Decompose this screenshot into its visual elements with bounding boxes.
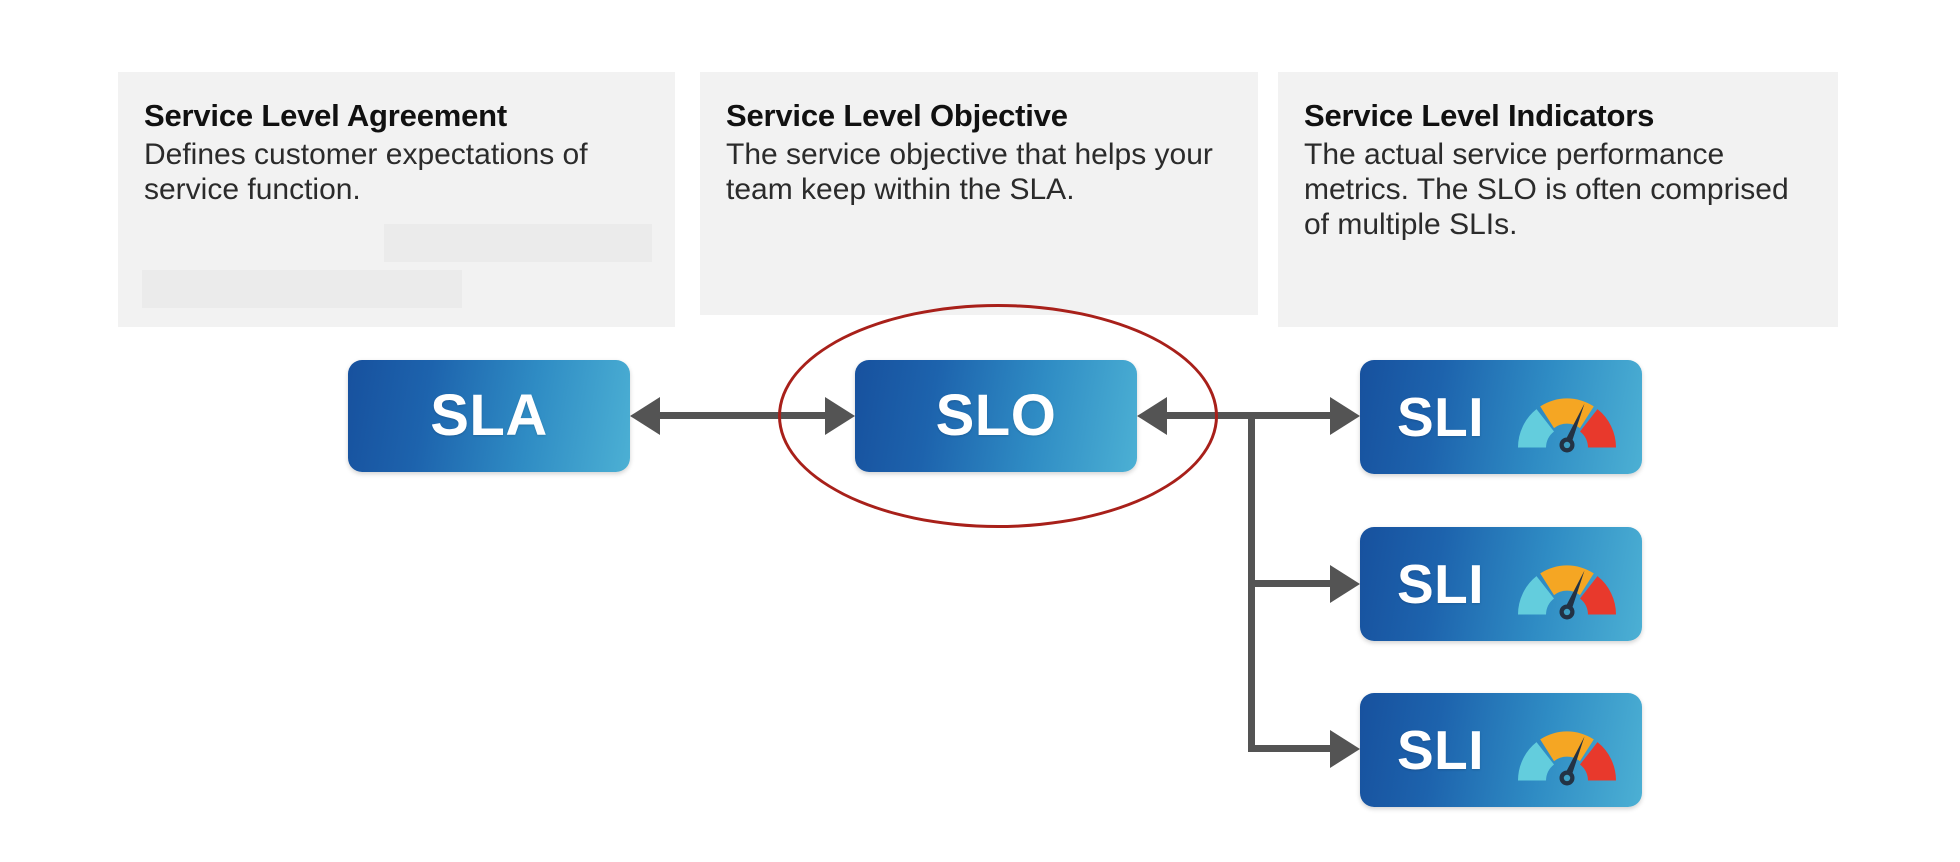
card-body-slo: The service objective that helps your te… (726, 137, 1213, 206)
card-service-level-objective: Service Level Objective The service obje… (700, 72, 1258, 315)
node-sla[interactable]: SLA (348, 360, 630, 472)
connector-branch-sli-2-arrowhead (1330, 565, 1360, 603)
node-sli-2-label: SLI (1397, 552, 1485, 615)
connector-branch-sli-3 (1248, 745, 1338, 752)
node-sli-1[interactable]: SLI (1360, 360, 1642, 474)
highlight-ellipse-annotation (778, 304, 1218, 528)
connector-sla-slo-arrowhead-left (630, 397, 660, 435)
card-title-slo: Service Level Objective (726, 98, 1068, 133)
connector-branch-sli-1 (1248, 412, 1338, 419)
node-sli-2[interactable]: SLI (1360, 527, 1642, 641)
gauge-icon (1518, 398, 1616, 453)
redaction-block-1 (384, 224, 652, 262)
card-title-sla: Service Level Agreement (144, 98, 507, 133)
redaction-block-2 (142, 270, 462, 308)
card-service-level-indicators: Service Level Indicators The actual serv… (1278, 72, 1838, 327)
connector-branch-sli-2 (1248, 580, 1338, 587)
node-sla-label: SLA (430, 383, 548, 448)
node-sli-3-label: SLI (1397, 718, 1485, 781)
connector-branch-sli-1-arrowhead (1330, 397, 1360, 435)
card-body-sli: The actual service performance metrics. … (1304, 137, 1789, 241)
card-service-level-agreement: Service Level Agreement Defines customer… (118, 72, 675, 327)
node-sli-3[interactable]: SLI (1360, 693, 1642, 807)
gauge-icon (1518, 565, 1616, 620)
connector-sla-slo-line (658, 412, 828, 419)
gauge-icon (1518, 731, 1616, 786)
connector-branch-sli-3-arrowhead (1330, 730, 1360, 768)
node-sli-1-label: SLI (1397, 385, 1485, 448)
card-title-sli: Service Level Indicators (1304, 98, 1655, 133)
card-body-sla: Defines customer expectations of service… (144, 137, 588, 206)
